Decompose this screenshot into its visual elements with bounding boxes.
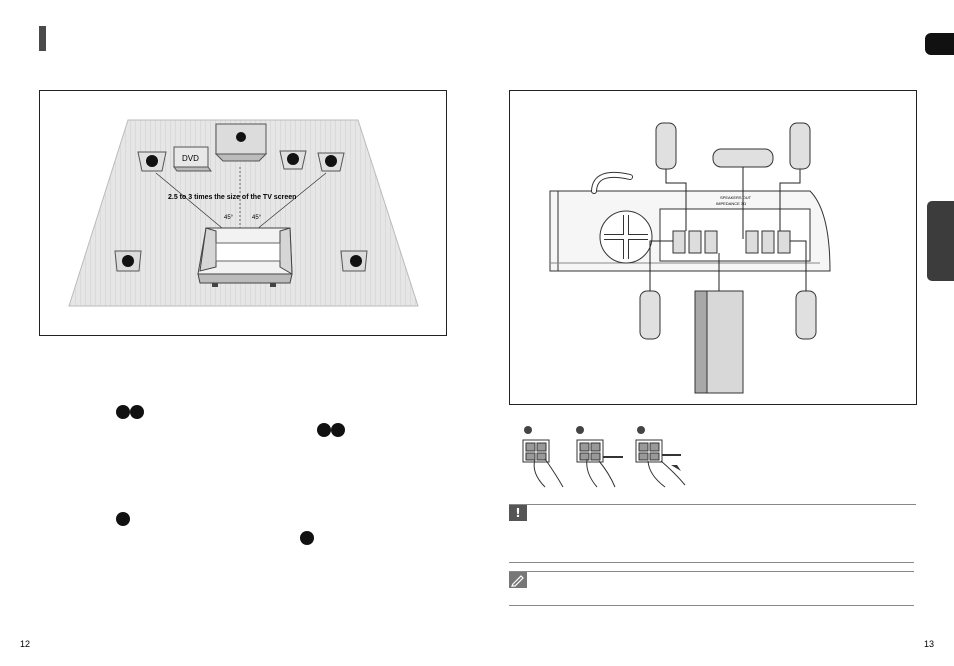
listening-position [197,227,293,287]
marker-front-right [130,405,144,419]
step-2 [576,426,623,488]
panel-header-2: IMPEDANCE 3Ω [716,201,746,206]
rear-right-speaker [795,290,817,340]
rear-left-speaker [114,250,142,272]
subwoofer-speaker [317,152,345,172]
front-left-speaker [137,151,167,172]
angle-right-label: 45° [252,215,262,221]
step-illustrations [515,425,695,491]
panel-header-1: SPEAKERS OUT [720,195,752,200]
note-bottom-rule [509,605,914,606]
language-tab [925,33,954,55]
marker-rear-left [317,423,331,437]
dvd-player: DVD [173,146,212,172]
center-speaker [712,148,774,168]
rear-left-speaker [639,290,661,340]
speaker-layout-diagram: DVD 2.5 to 3 times the size of the TV sc… [68,119,419,307]
main-unit-rear: SPEAKERS OUT IMPEDANCE 3Ω [549,171,831,272]
front-right-speaker [789,122,811,170]
subwoofer [694,290,744,394]
marker-front-left [116,405,130,419]
caution-bottom-rule [509,562,914,563]
front-right-speaker [279,150,307,170]
speaker-layout-figure: DVD 2.5 to 3 times the size of the TV sc… [39,90,447,336]
marker-rear-right [331,423,345,437]
center-speaker [214,123,268,162]
dvd-label: DVD [182,154,199,163]
pencil-icon [509,572,527,588]
speaker-connection-figure: SPEAKERS OUT IMPEDANCE 3Ω [509,90,917,405]
marker-center [116,512,130,526]
marker-subwoofer [300,531,314,545]
terminal-block-left [672,230,718,254]
speaker-connection-diagram: SPEAKERS OUT IMPEDANCE 3Ω [549,122,831,394]
front-left-speaker [655,122,677,170]
page-number-right: 13 [924,639,935,649]
rear-right-speaker [340,250,368,272]
step-1 [522,426,564,488]
step-3 [635,426,686,488]
terminal-block-right [745,230,791,254]
angle-left-label: 45° [224,215,234,221]
page-number-left: 12 [20,639,31,649]
distance-label: 2.5 to 3 times the size of the TV screen [168,194,296,201]
note-top-rule [509,571,914,572]
chapter-tab [927,201,954,281]
section-title-bar [39,26,46,51]
caution-top-rule [509,504,916,505]
exclamation-icon: ! [509,505,527,521]
